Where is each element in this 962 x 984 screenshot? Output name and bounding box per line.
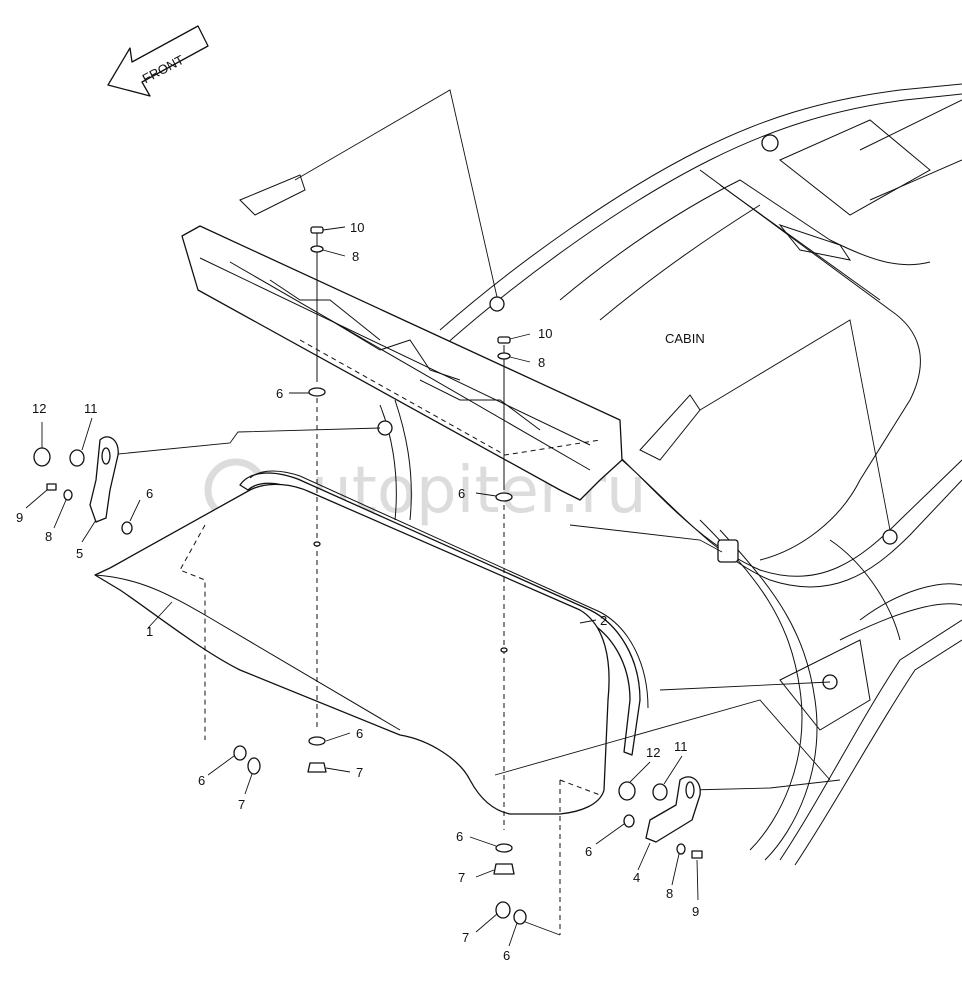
callout-8d: 8 — [666, 886, 673, 901]
callout-12a: 12 — [32, 401, 46, 416]
callout-5: 5 — [76, 546, 83, 561]
assembly-lines — [107, 89, 891, 936]
upper-bracket — [181, 225, 623, 501]
cabin-label: CABIN — [665, 331, 705, 346]
cabin-structure: CABIN — [239, 83, 962, 866]
callout-6d: 6 — [356, 726, 363, 741]
callout-2: 2 — [600, 613, 607, 628]
callout-6g: 6 — [585, 844, 592, 859]
callout-11a: 11 — [84, 401, 98, 416]
callout-6e: 6 — [198, 773, 205, 788]
part-1-cover — [94, 483, 610, 815]
callout-10a: 10 — [350, 220, 364, 235]
callout-12b: 12 — [646, 745, 660, 760]
callout-6c: 6 — [458, 486, 465, 501]
callout-8c: 8 — [45, 529, 52, 544]
callout-10b: 10 — [538, 326, 552, 341]
callout-6b: 6 — [146, 486, 153, 501]
callout-6f: 6 — [456, 829, 463, 844]
callout-8b: 8 — [538, 355, 545, 370]
callout-leaders — [25, 226, 699, 947]
callout-6a: 6 — [276, 386, 283, 401]
hardware — [33, 226, 703, 925]
callout-8a: 8 — [352, 249, 359, 264]
callout-9a: 9 — [16, 510, 23, 525]
callout-1: 1 — [146, 624, 153, 639]
callout-7a: 7 — [356, 765, 363, 780]
callout-numbers: 1 2 4 5 6 6 6 6 6 6 6 6 7 7 7 7 8 8 8 8 … — [16, 220, 699, 963]
callout-9b: 9 — [692, 904, 699, 919]
callout-6h: 6 — [503, 948, 510, 963]
callout-7b: 7 — [238, 797, 245, 812]
callout-11b: 11 — [674, 739, 688, 754]
callout-7d: 7 — [462, 930, 469, 945]
front-arrow: FRONT — [107, 25, 209, 97]
callout-4: 4 — [633, 870, 640, 885]
callout-7c: 7 — [458, 870, 465, 885]
